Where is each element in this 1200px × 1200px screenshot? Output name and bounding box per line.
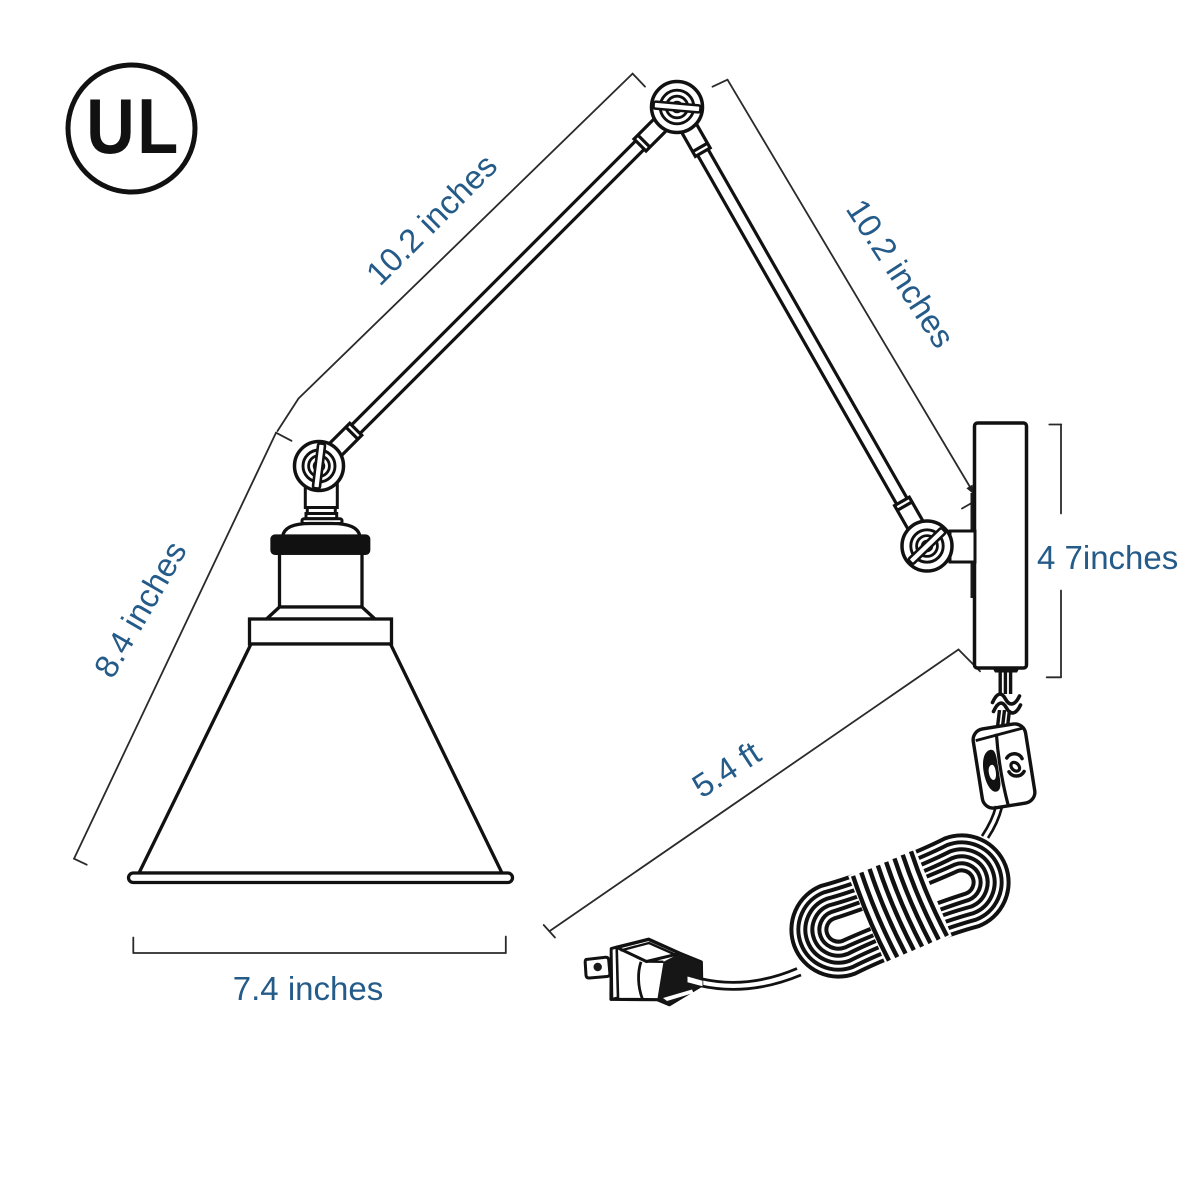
svg-text:7.4 inches: 7.4 inches (233, 970, 383, 1007)
svg-text:UL: UL (86, 83, 181, 170)
svg-text:4 7inches: 4 7inches (1037, 539, 1178, 576)
